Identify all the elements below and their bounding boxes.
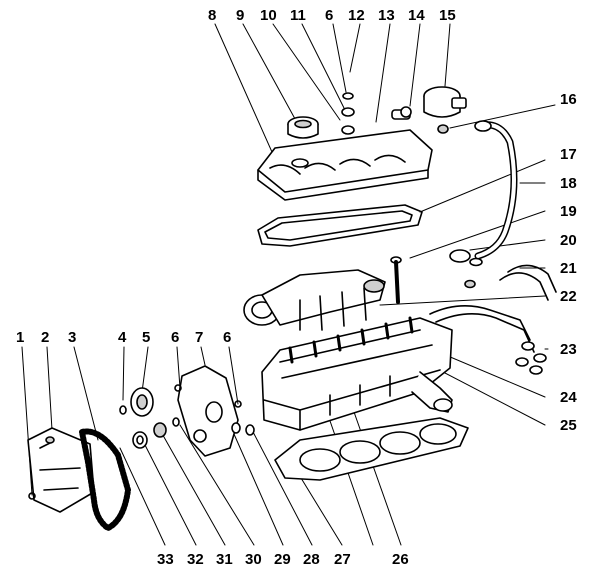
camshaft-sprocket-illustration — [119, 387, 154, 417]
valve-cover-gasket-illustration — [257, 204, 423, 247]
part-label-21: 21 — [560, 260, 577, 277]
part-label-26: 26 — [392, 551, 409, 568]
part-label-28: 28 — [303, 551, 320, 568]
part-label-9: 9 — [236, 7, 245, 24]
part-label-3: 3 — [68, 329, 77, 346]
part-label-32: 32 — [187, 551, 204, 568]
part-label-29: 29 — [274, 551, 291, 568]
part-label-14: 14 — [408, 7, 425, 24]
part-label-5: 5 — [142, 329, 151, 346]
part-label-31: 31 — [216, 551, 233, 568]
oil-filler-cap-illustration — [287, 116, 319, 139]
cylinder-head-illustration — [261, 316, 453, 431]
injector-pipes-illustration — [429, 264, 557, 375]
part-label-7: 7 — [195, 329, 204, 346]
part-label-22: 22 — [560, 288, 577, 305]
part-label-1: 1 — [16, 329, 25, 346]
part-label-15: 15 — [439, 7, 456, 24]
intake-manifold-illustration — [243, 269, 386, 331]
part-label-11: 11 — [290, 7, 306, 24]
part-label-6-right: 6 — [223, 329, 232, 346]
part-label-23: 23 — [560, 341, 577, 358]
part-label-12: 12 — [348, 7, 365, 24]
part-label-4: 4 — [118, 329, 127, 346]
part-label-33: 33 — [157, 551, 174, 568]
part-label-10: 10 — [260, 7, 277, 24]
part-label-24: 24 — [560, 389, 577, 406]
part-label-6-left: 6 — [171, 329, 180, 346]
seal-ring-illustration — [449, 249, 483, 267]
valve-cover-illustration — [257, 129, 433, 201]
part-label-2: 2 — [41, 329, 50, 346]
breather-hose-illustration — [474, 120, 518, 260]
part-label-6-top: 6 — [325, 7, 334, 24]
cylinder-head-gasket-illustration — [274, 417, 469, 481]
rear-cover-plate-illustration — [177, 365, 239, 457]
timing-belt-illustration — [79, 428, 131, 531]
part-label-30: 30 — [245, 551, 262, 568]
part-label-20: 20 — [560, 232, 577, 249]
part-label-19: 19 — [560, 203, 577, 220]
part-label-16: 16 — [560, 91, 577, 108]
part-label-17: 17 — [560, 146, 577, 163]
head-bolt-illustration — [390, 256, 402, 304]
part-label-25: 25 — [560, 417, 577, 434]
part-label-18: 18 — [560, 175, 577, 192]
part-label-13: 13 — [378, 7, 395, 24]
part-label-27: 27 — [334, 551, 351, 568]
seal-and-washer-parts-illustration — [28, 384, 255, 500]
part-label-8: 8 — [208, 7, 217, 24]
valve-cover-small-parts — [341, 86, 467, 135]
